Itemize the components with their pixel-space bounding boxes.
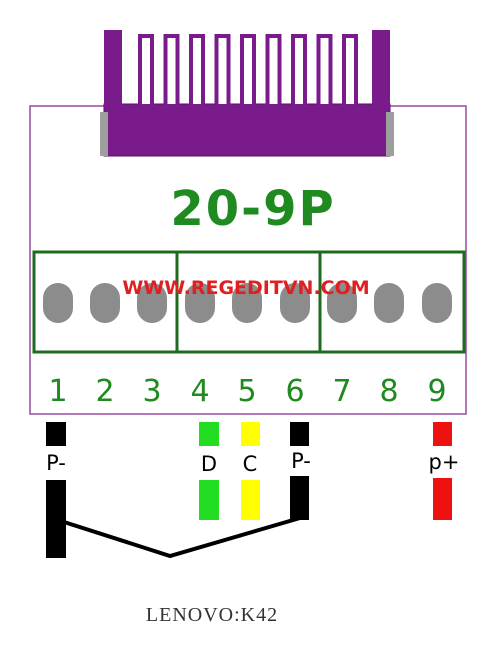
housing-pins	[138, 34, 358, 108]
wire-label-pin4: D	[201, 452, 217, 476]
pin-hole-7	[327, 283, 357, 323]
connector-title: 20-9P	[170, 181, 335, 237]
housing-latch-right	[386, 112, 394, 156]
housing-pin	[291, 34, 307, 108]
housing-pin	[189, 34, 205, 108]
pin-hole-4	[185, 283, 215, 323]
housing-pin	[265, 34, 282, 108]
pin-hole-9	[422, 283, 452, 323]
pin-number-5: 5	[237, 374, 256, 409]
pin-block	[32, 250, 466, 354]
wire-pin1: P-	[46, 422, 66, 558]
pin-hole-8	[374, 283, 404, 323]
wire-label-pin5: C	[243, 452, 258, 476]
pin-number-1: 1	[48, 374, 67, 409]
pin-hole-5	[232, 283, 262, 323]
wire-label-pin6: P-	[291, 449, 311, 473]
model-caption: LENOVO:K42	[146, 604, 278, 626]
pin-holes	[43, 283, 452, 323]
housing-pin	[138, 34, 154, 108]
wire-pin4: D	[199, 422, 219, 520]
pin-hole-3	[137, 283, 167, 323]
pin-block-outline	[32, 250, 466, 354]
wire-pin5: C	[241, 422, 260, 520]
wire-label-pin1: P-	[46, 451, 66, 475]
pin-hole-2	[90, 283, 120, 323]
pin-number-3: 3	[142, 374, 161, 409]
pin-number-4: 4	[190, 374, 209, 409]
pin-number-7: 7	[332, 374, 351, 409]
jumper-wire	[63, 516, 301, 559]
wire-label-pin9: p+	[429, 450, 460, 474]
connector-housing	[100, 30, 394, 157]
pin-hole-6	[280, 283, 310, 323]
wire-pin9: p+	[429, 422, 460, 520]
housing-latch-left	[100, 112, 108, 156]
housing-pin	[163, 34, 180, 108]
pin-number-8: 8	[379, 374, 398, 409]
pin-number-9: 9	[427, 374, 446, 409]
board-outline	[29, 105, 467, 415]
watermark-text: WWW.REGEDITVN.COM	[122, 277, 369, 299]
housing-pin	[214, 34, 231, 108]
pin-number-2: 2	[95, 374, 114, 409]
housing-post-left	[104, 30, 122, 108]
housing-pin	[240, 34, 256, 108]
pin-hole-1	[43, 283, 73, 323]
housing-post-right	[372, 30, 390, 108]
housing-pin	[342, 34, 358, 108]
wire-pin6: P-	[290, 422, 311, 520]
housing-pin	[316, 34, 333, 108]
pin-number-6: 6	[285, 374, 304, 409]
